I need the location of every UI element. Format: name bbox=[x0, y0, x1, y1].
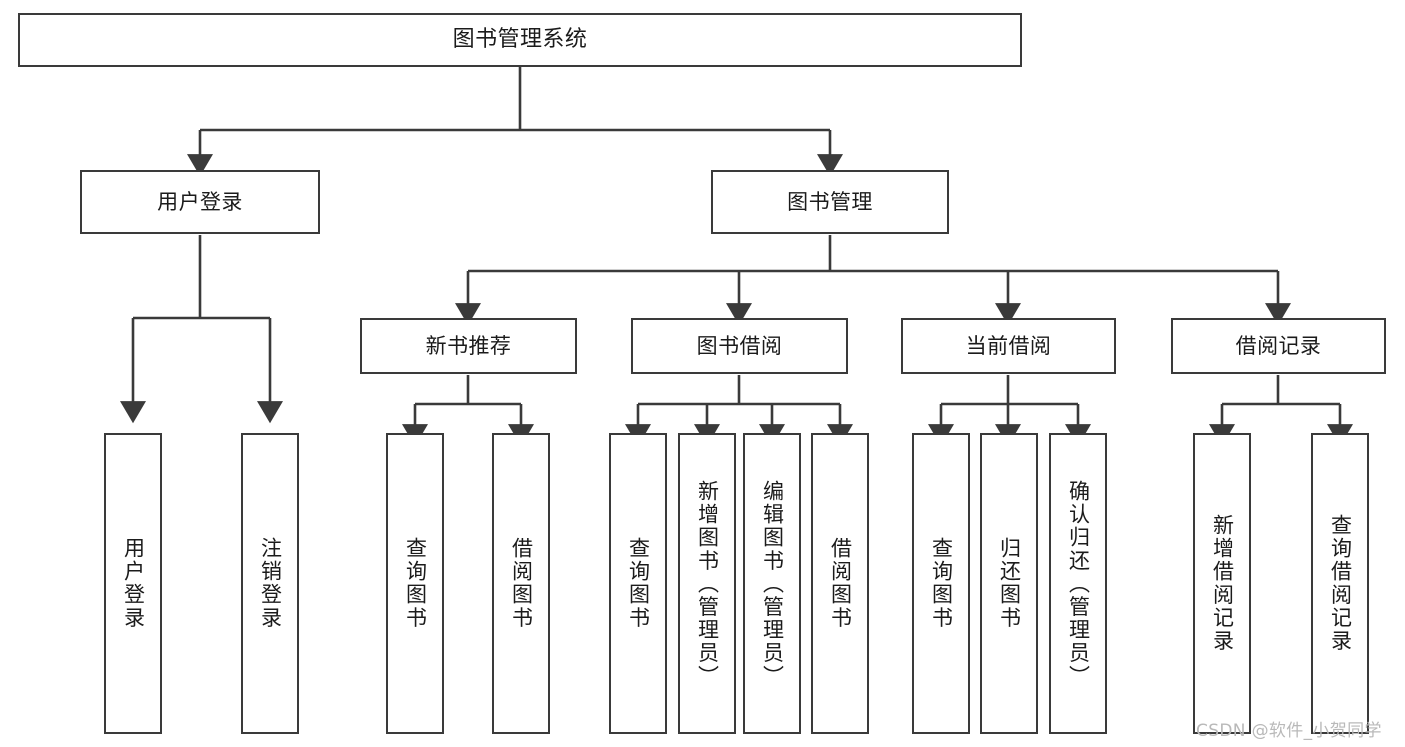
node-label: 图书管理 bbox=[787, 189, 873, 214]
node-book-management[interactable]: 图书管理 bbox=[711, 170, 949, 234]
leaf-borrow-book[interactable]: 借阅图书 bbox=[811, 433, 869, 734]
node-label: 注销登录 bbox=[258, 537, 283, 630]
leaf-query-book-borrow[interactable]: 查询图书 bbox=[609, 433, 667, 734]
node-borrow-record[interactable]: 借阅记录 bbox=[1171, 318, 1386, 374]
node-label: 编辑图书（管理员） bbox=[760, 479, 785, 688]
node-label: 用户登录 bbox=[121, 537, 146, 630]
node-label: 查询借阅记录 bbox=[1328, 514, 1353, 653]
node-user-login[interactable]: 用户登录 bbox=[80, 170, 320, 234]
node-label: 归还图书 bbox=[997, 537, 1022, 630]
node-label: 查询图书 bbox=[403, 537, 428, 630]
edge-newbook-to-leaves bbox=[402, 375, 534, 447]
node-label: 借阅记录 bbox=[1235, 333, 1322, 358]
node-label: 新书推荐 bbox=[425, 333, 512, 358]
node-label: 用户登录 bbox=[157, 189, 243, 214]
node-root-library-system[interactable]: 图书管理系统 bbox=[18, 13, 1022, 67]
edge-bookborrow-to-leaves bbox=[625, 375, 853, 447]
leaf-borrow-book-newbook[interactable]: 借阅图书 bbox=[492, 433, 550, 734]
leaf-add-borrow-record[interactable]: 新增借阅记录 bbox=[1193, 433, 1251, 734]
node-label: 新增借阅记录 bbox=[1210, 514, 1235, 653]
node-label: 图书借阅 bbox=[696, 333, 783, 358]
edge-borrowrecord-to-leaves bbox=[1209, 375, 1353, 447]
leaf-query-book-current[interactable]: 查询图书 bbox=[912, 433, 970, 734]
node-label: 查询图书 bbox=[626, 537, 651, 630]
leaf-user-login[interactable]: 用户登录 bbox=[104, 433, 162, 734]
edge-currentborrow-to-leaves bbox=[928, 375, 1091, 447]
leaf-query-borrow-record[interactable]: 查询借阅记录 bbox=[1311, 433, 1369, 734]
leaf-confirm-return-admin[interactable]: 确认归还（管理员） bbox=[1049, 433, 1107, 734]
csdn-watermark: CSDN @软件_小贺同学 bbox=[1196, 721, 1382, 741]
node-book-borrow[interactable]: 图书借阅 bbox=[631, 318, 848, 374]
node-label: 新增图书（管理员） bbox=[695, 479, 720, 688]
node-current-borrow[interactable]: 当前借阅 bbox=[901, 318, 1116, 374]
node-label: 查询图书 bbox=[929, 537, 954, 630]
node-label: 借阅图书 bbox=[828, 537, 853, 630]
edge-userlogin-to-leaves bbox=[120, 235, 283, 424]
node-label: 当前借阅 bbox=[965, 333, 1052, 358]
node-new-book-recommend[interactable]: 新书推荐 bbox=[360, 318, 577, 374]
edge-bookmgmt-to-level3 bbox=[455, 235, 1291, 326]
node-label: 图书管理系统 bbox=[452, 27, 588, 53]
leaf-edit-book-admin[interactable]: 编辑图书（管理员） bbox=[743, 433, 801, 734]
leaf-add-book-admin[interactable]: 新增图书（管理员） bbox=[678, 433, 736, 734]
node-label: 借阅图书 bbox=[509, 537, 534, 630]
node-label: 确认归还（管理员） bbox=[1066, 479, 1091, 688]
leaf-query-book-newbook[interactable]: 查询图书 bbox=[386, 433, 444, 734]
leaf-return-book[interactable]: 归还图书 bbox=[980, 433, 1038, 734]
leaf-logout[interactable]: 注销登录 bbox=[241, 433, 299, 734]
edge-root-to-level2 bbox=[187, 67, 843, 177]
